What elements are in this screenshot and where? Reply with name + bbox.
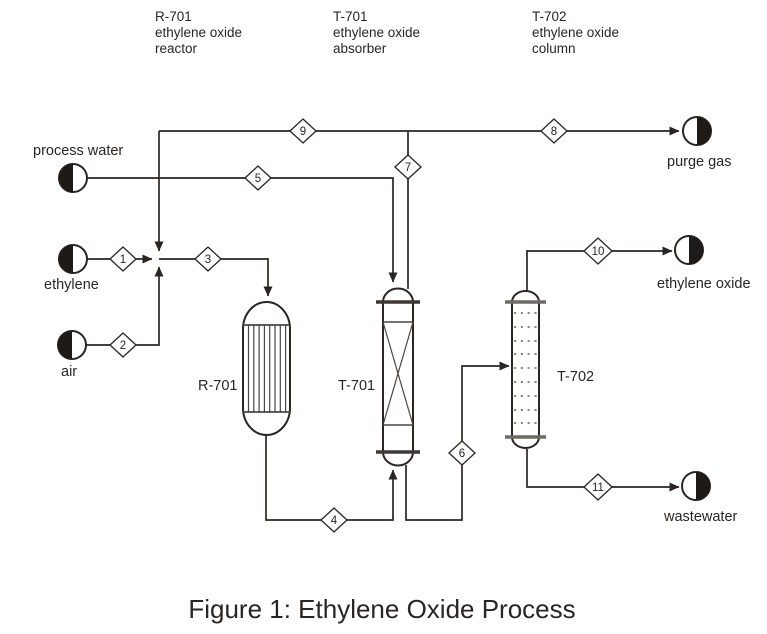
- terminal-purge-gas: purge gas: [667, 116, 732, 170]
- stream-tag-1: 1: [109, 246, 137, 272]
- svg-text:reactor: reactor: [155, 41, 198, 56]
- svg-text:10: 10: [592, 246, 605, 258]
- svg-text:2: 2: [120, 340, 126, 352]
- svg-text:1: 1: [120, 254, 126, 266]
- stream-tag-5: 5: [244, 165, 272, 191]
- stream-tag-3: 3: [194, 246, 222, 272]
- svg-text:11: 11: [592, 482, 604, 494]
- svg-text:4: 4: [331, 515, 338, 527]
- stream-tag-8: 8: [540, 118, 568, 144]
- svg-text:column: column: [532, 41, 576, 56]
- svg-text:ethylene oxide: ethylene oxide: [333, 25, 420, 40]
- stream-tag-10: 10: [583, 237, 613, 265]
- stream-line-column-overhead: [526, 246, 673, 293]
- terminal-label: air: [61, 364, 77, 380]
- stream-line-process-water: [87, 177, 398, 283]
- stream-line-reactor-effluent: [265, 435, 398, 521]
- svg-text:9: 9: [300, 126, 306, 138]
- absorber-packing: [382, 321, 414, 426]
- reactor-vessel: R-701: [198, 301, 291, 436]
- terminal-ethylene: ethylene: [44, 244, 99, 293]
- terminal-label: ethylene oxide: [657, 276, 751, 292]
- svg-text:T-701: T-701: [333, 9, 368, 24]
- absorber-shell: [382, 287, 414, 467]
- svg-text:3: 3: [205, 254, 211, 266]
- terminal-wastewater: wastewater: [663, 471, 738, 525]
- terminal-process-water: process water: [33, 143, 123, 193]
- terminal-label: purge gas: [667, 154, 732, 170]
- equipment-header-reactor: R-701 ethylene oxide reactor: [155, 9, 242, 56]
- svg-text:6: 6: [459, 448, 465, 460]
- terminals: process water ethylene air purge gas eth…: [33, 116, 751, 525]
- equipment-headers: R-701 ethylene oxide reactor T-701 ethyl…: [155, 9, 619, 56]
- column-vessel: T-702: [505, 290, 594, 449]
- svg-text:T-702: T-702: [532, 9, 567, 24]
- absorber-vessel: T-701: [338, 287, 420, 467]
- stream-line-column-bottoms: [526, 449, 680, 492]
- svg-text:5: 5: [255, 173, 261, 185]
- terminal-label: process water: [33, 143, 123, 159]
- stream-tag-2: 2: [109, 332, 137, 358]
- reactor-tag: R-701: [198, 378, 238, 394]
- stream-tag-9: 9: [289, 118, 317, 144]
- column-tag: T-702: [557, 369, 594, 385]
- stream-tag-4: 4: [320, 507, 348, 533]
- stream-line-absorber-bottoms: [405, 361, 510, 521]
- stream-tag-7: 7: [394, 154, 422, 180]
- svg-text:R-701: R-701: [155, 9, 192, 24]
- terminal-air: air: [57, 330, 87, 380]
- terminal-label: ethylene: [44, 277, 99, 293]
- svg-text:8: 8: [551, 126, 557, 138]
- svg-text:7: 7: [405, 162, 411, 174]
- terminal-ethylene-oxide: ethylene oxide: [657, 235, 751, 292]
- equipment-header-column: T-702 ethylene oxide column: [532, 9, 619, 56]
- reactor-tubes: [247, 325, 287, 412]
- equipment-header-absorber: T-701 ethylene oxide absorber: [333, 9, 420, 56]
- figure-caption: Figure 1: Ethylene Oxide Process: [188, 594, 575, 624]
- stream-tag-11: 11: [583, 473, 613, 501]
- stream-tag-6: 6: [448, 440, 476, 466]
- terminal-label: wastewater: [663, 509, 738, 525]
- svg-text:absorber: absorber: [333, 41, 387, 56]
- absorber-tag: T-701: [338, 378, 375, 394]
- svg-text:ethylene oxide: ethylene oxide: [155, 25, 242, 40]
- svg-text:ethylene oxide: ethylene oxide: [532, 25, 619, 40]
- reactor-shell: [242, 301, 291, 436]
- column-shell: [511, 290, 540, 449]
- stream-tags: 1 2 3 4 5 6 7 8: [109, 118, 613, 533]
